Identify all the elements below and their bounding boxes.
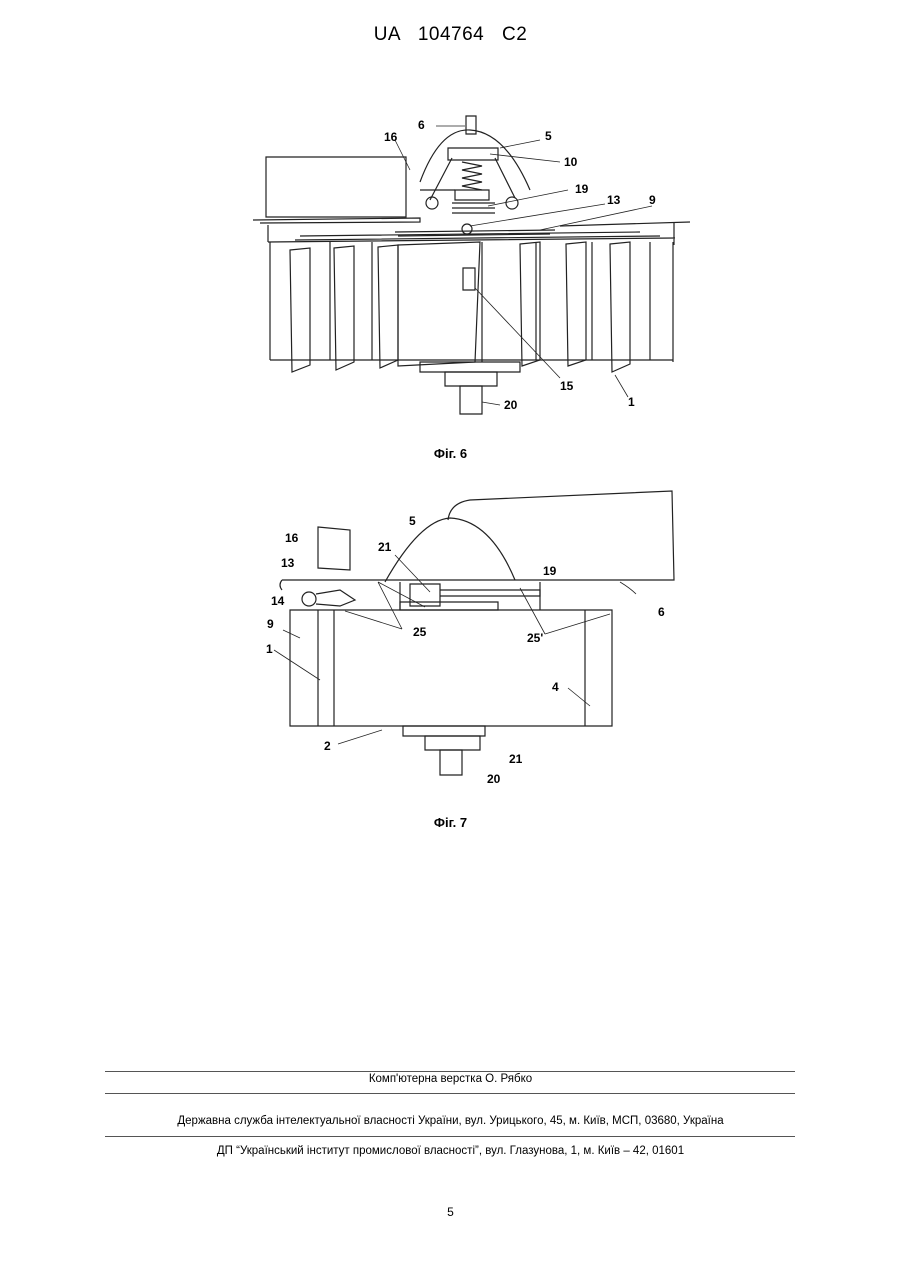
- fig7-label-25a: 25: [413, 625, 426, 639]
- fig7-label-14: 14: [271, 594, 284, 608]
- fig7-label-13: 13: [281, 556, 294, 570]
- page-number: 5: [0, 1205, 901, 1219]
- fig7-label-9: 9: [267, 617, 274, 631]
- figure-7-drawing: [0, 0, 901, 840]
- footer-rule-1: [105, 1071, 795, 1072]
- fig7-label-19: 19: [543, 564, 556, 578]
- fig7-label-5: 5: [409, 514, 416, 528]
- fig7-label-20: 20: [487, 772, 500, 786]
- fig7-label-21b: 21: [509, 752, 522, 766]
- footer-rule-3: [105, 1136, 795, 1137]
- publisher-address: Державна служба інтелектуальної власност…: [0, 1115, 901, 1127]
- fig7-label-21a: 21: [378, 540, 391, 554]
- fig7-label-2: 2: [324, 739, 331, 753]
- fig7-label-4: 4: [552, 680, 559, 694]
- fig7-label-6: 6: [658, 605, 665, 619]
- institute-address: ДП “Український інститут промислової вла…: [0, 1145, 901, 1157]
- fig7-label-16: 16: [285, 531, 298, 545]
- fig7-label-25b: 25': [527, 631, 543, 645]
- figure-7-caption: Фіг. 7: [0, 815, 901, 830]
- footer-rule-2: [105, 1093, 795, 1094]
- fig7-label-1: 1: [266, 642, 273, 656]
- layout-credit: Комп'ютерна верстка О. Рябко: [0, 1073, 901, 1085]
